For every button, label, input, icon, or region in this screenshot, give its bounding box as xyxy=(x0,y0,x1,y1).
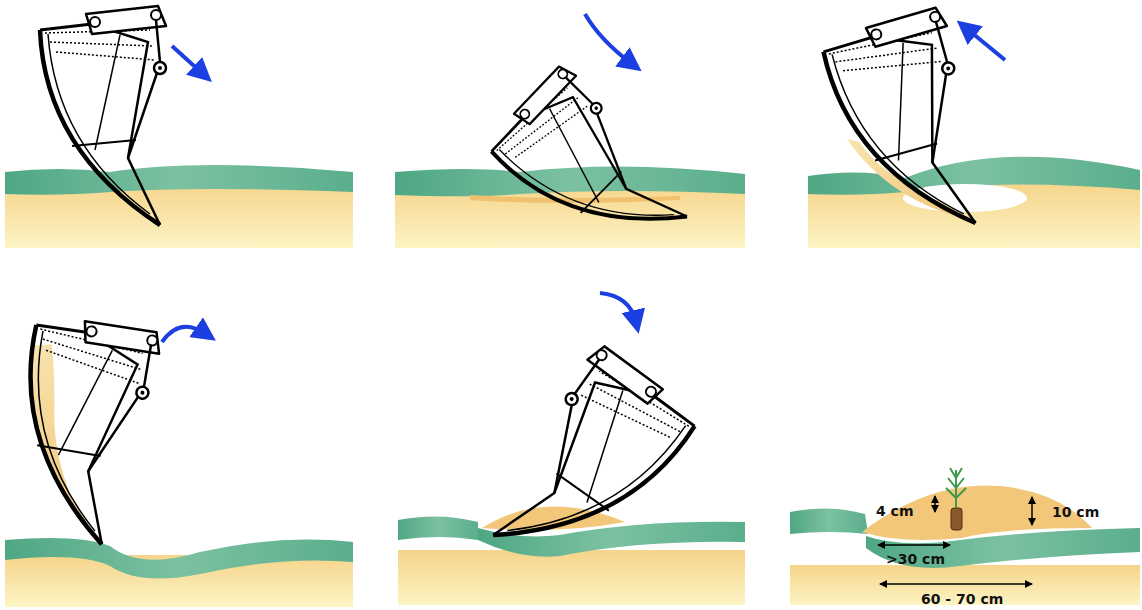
dimension-label: 4 cm xyxy=(876,504,914,518)
motion-arrow xyxy=(966,28,1005,60)
motion-arrow xyxy=(600,293,636,322)
bucket xyxy=(819,6,981,244)
motion-arrow xyxy=(162,327,206,342)
panel-5 xyxy=(398,293,745,605)
bucket xyxy=(40,6,166,225)
panel-1 xyxy=(5,6,353,248)
panel-3 xyxy=(808,6,1140,248)
dimension-label: >30 cm xyxy=(886,552,945,566)
panel-6 xyxy=(790,468,1140,605)
panel-2 xyxy=(395,14,745,286)
dimension-arrow xyxy=(1031,497,1033,525)
panel-4 xyxy=(0,302,353,607)
dimension-arrow xyxy=(878,544,950,546)
bucket xyxy=(478,62,692,286)
seedling-root xyxy=(951,508,962,530)
dimension-label: 60 - 70 cm xyxy=(921,592,1003,606)
dimension-label: 10 cm xyxy=(1052,505,1099,519)
dimension-arrow xyxy=(880,583,1032,585)
bucket xyxy=(488,342,707,595)
seedling xyxy=(946,468,966,508)
motion-arrow xyxy=(172,46,203,74)
dimension-arrow xyxy=(934,496,936,512)
bucket xyxy=(0,302,164,546)
motion-arrow xyxy=(585,14,632,64)
